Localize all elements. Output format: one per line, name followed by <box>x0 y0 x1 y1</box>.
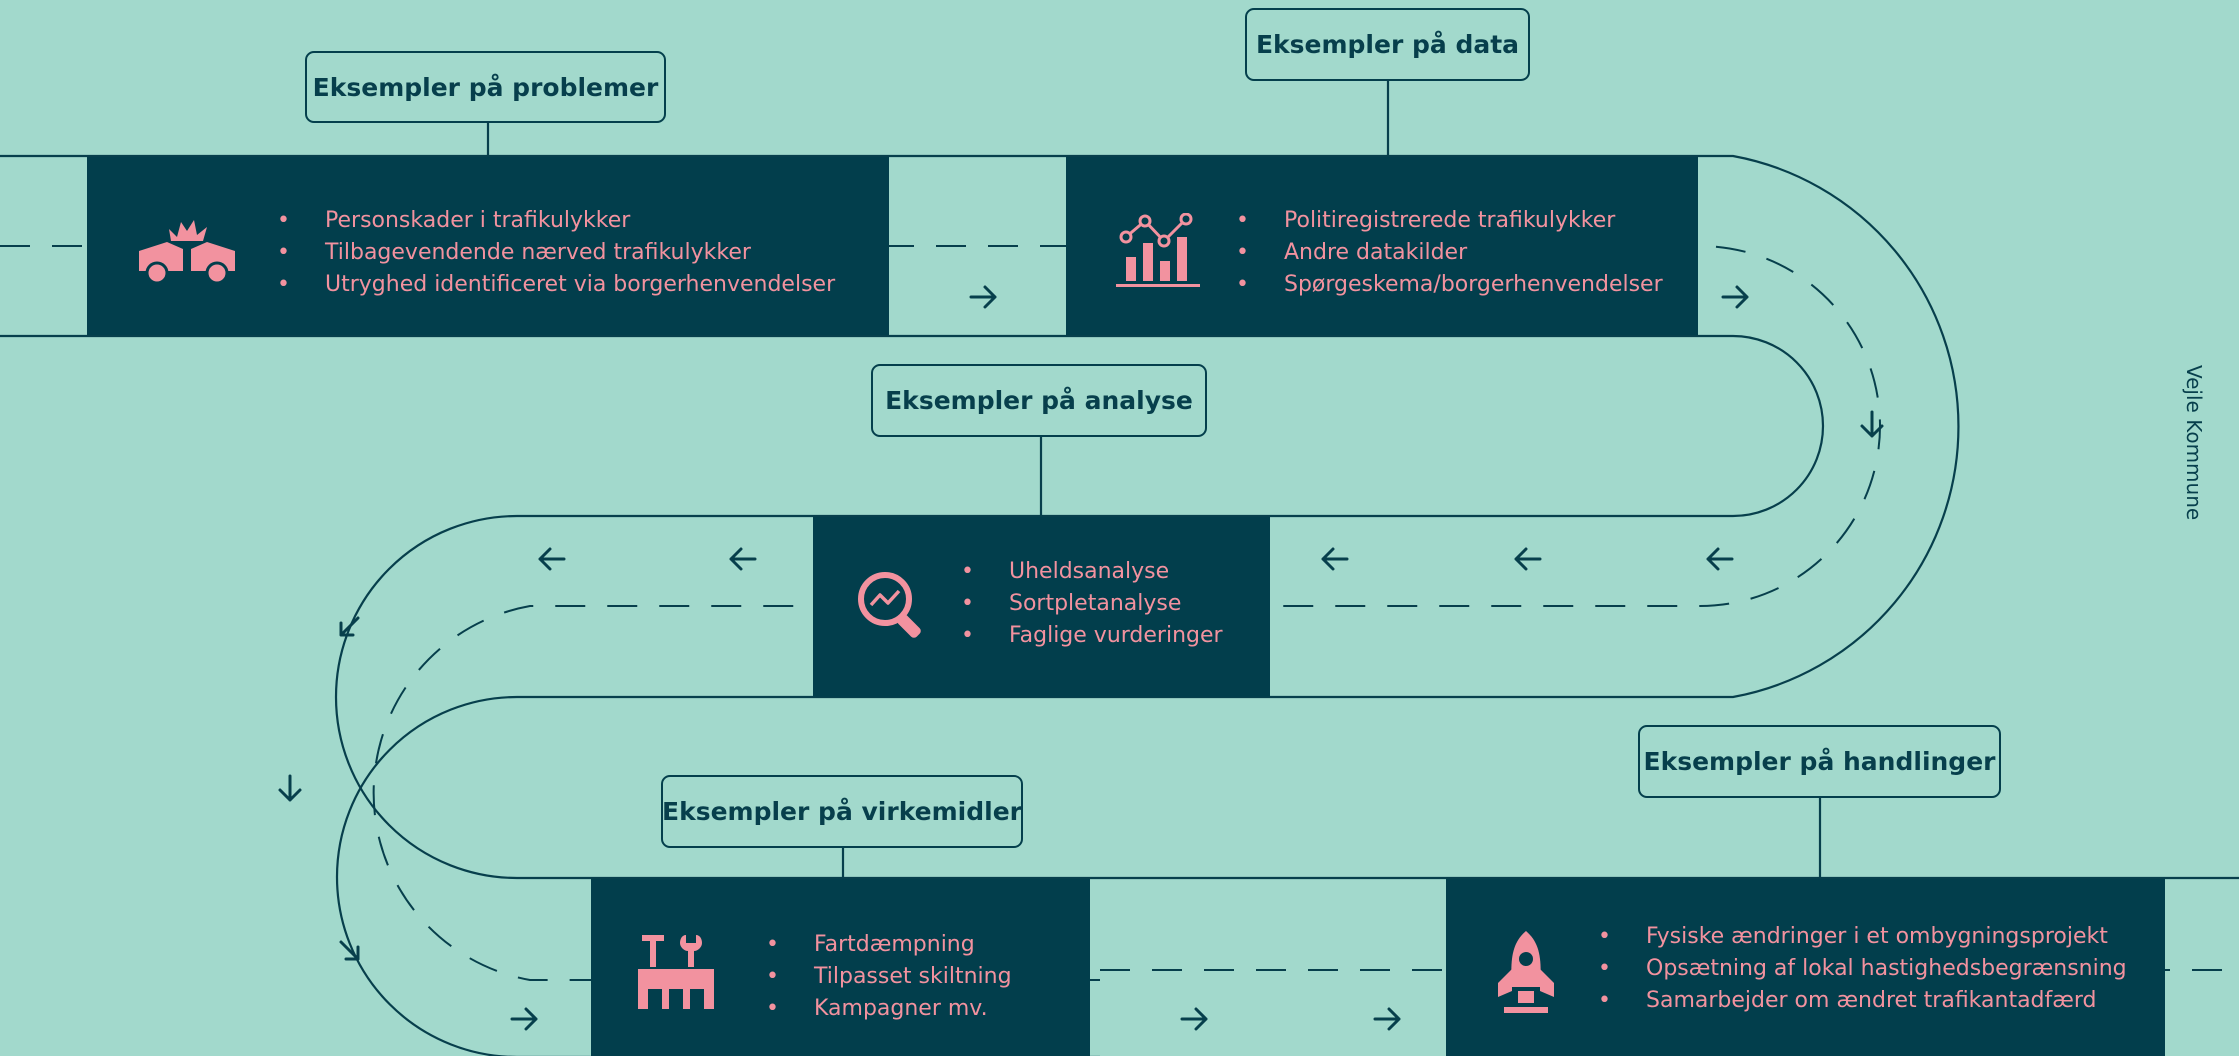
tools-building-icon <box>638 935 714 1009</box>
list-item: Spørgeskema/borgerhenvendelser <box>1236 269 1663 301</box>
arrow-right-icon <box>1180 1007 1208 1031</box>
magnifier-chart-icon <box>858 572 921 638</box>
arrow-right-icon <box>1721 285 1749 309</box>
panel-actions: Fysiske ændringer i et ombygningsprojekt… <box>1446 879 2165 1056</box>
list-item: Tilpasset skiltning <box>766 961 1012 993</box>
label-analysis: Eksempler på analyse <box>871 364 1207 437</box>
list-item: Tilbagevendende nærved trafikulykker <box>277 237 835 269</box>
arrow-right-icon <box>969 285 997 309</box>
arrow-down-left-icon <box>339 616 360 637</box>
label-actions: Eksempler på handlinger <box>1638 725 2001 798</box>
label-measures: Eksempler på virkemidler <box>661 775 1023 848</box>
panel-analysis: Uheldsanalyse Sortpletanalyse Faglige vu… <box>813 517 1270 697</box>
list-item: Personskader i trafikulykker <box>277 205 835 237</box>
list-item: Faglige vurderinger <box>961 620 1223 652</box>
arrow-left-icon <box>1321 547 1349 571</box>
list-item: Samarbejder om ændret trafikantadfærd <box>1598 985 2127 1017</box>
arrow-down-icon <box>1860 410 1884 438</box>
arrow-left-icon <box>1514 547 1542 571</box>
panel-data: Politiregistrerede trafikulykker Andre d… <box>1066 157 1698 335</box>
bar-chart-icon <box>1116 213 1200 287</box>
measures-list: Fartdæmpning Tilpasset skiltning Kampagn… <box>766 929 1012 1025</box>
label-connectors <box>486 80 1822 878</box>
list-item: Politiregistrerede trafikulykker <box>1236 205 1663 237</box>
analysis-list: Uheldsanalyse Sortpletanalyse Faglige vu… <box>961 556 1223 652</box>
car-crash-icon <box>139 220 235 285</box>
list-item: Opsætning af lokal hastighedsbegrænsning <box>1598 953 2127 985</box>
actions-list: Fysiske ændringer i et ombygningsprojekt… <box>1598 921 2127 1017</box>
panel-measures: Fartdæmpning Tilpasset skiltning Kampagn… <box>591 879 1090 1056</box>
arrow-left-icon <box>729 547 757 571</box>
road-edge-outer <box>0 154 2239 1056</box>
list-item: Fysiske ændringer i et ombygningsprojekt <box>1598 921 2127 953</box>
brand-text: Vejle Kommune <box>2182 365 2206 521</box>
list-item: Fartdæmpning <box>766 929 1012 961</box>
arrow-left-icon <box>1706 547 1734 571</box>
list-item: Uheldsanalyse <box>961 556 1223 588</box>
list-item: Sortpletanalyse <box>961 588 1223 620</box>
list-item: Kampagner mv. <box>766 993 1012 1025</box>
data-list: Politiregistrerede trafikulykker Andre d… <box>1236 205 1663 301</box>
label-problems: Eksempler på problemer <box>305 51 666 123</box>
problems-list: Personskader i trafikulykker Tilbagevend… <box>277 205 835 301</box>
panel-problems: Personskader i trafikulykker Tilbagevend… <box>87 157 889 335</box>
rocket-icon <box>1498 931 1554 1013</box>
arrow-right-icon <box>1373 1007 1401 1031</box>
label-data: Eksempler på data <box>1245 8 1530 81</box>
road-edge-inner <box>0 334 1825 880</box>
list-item: Andre datakilder <box>1236 237 1663 269</box>
list-item: Utryghed identificeret via borgerhenvend… <box>277 269 835 301</box>
arrow-left-icon <box>538 547 566 571</box>
arrow-down-icon <box>278 774 302 802</box>
arrow-down-right-icon <box>339 940 360 961</box>
arrow-right-icon <box>510 1007 538 1031</box>
